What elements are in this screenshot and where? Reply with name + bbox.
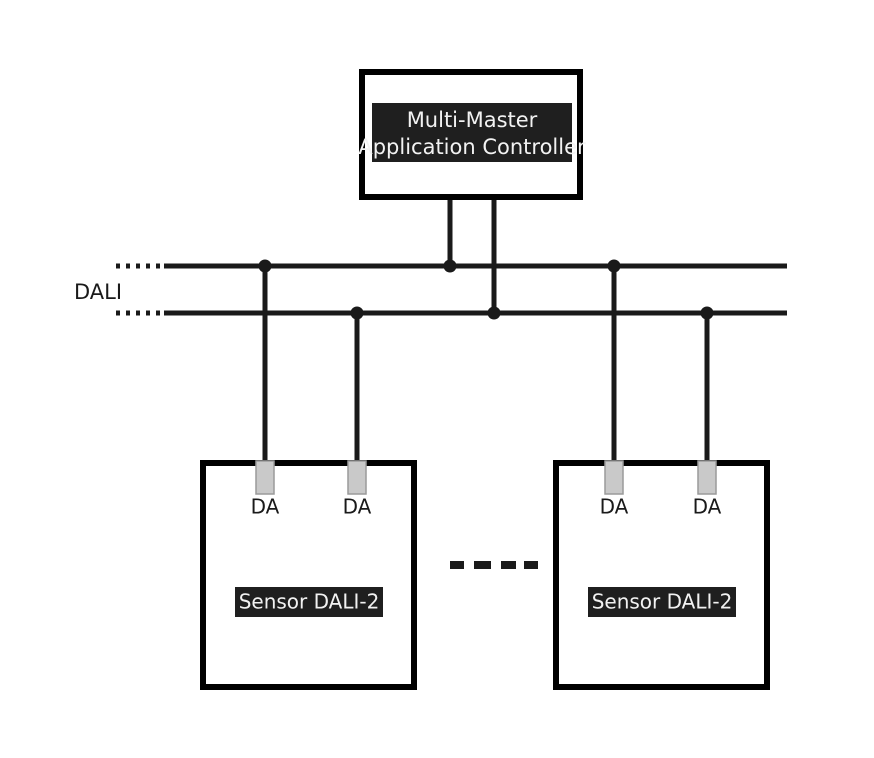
junction-dot-sensor1-bottom [350,306,364,320]
junction-dot-controller-top [443,259,457,273]
sensor1-terminal-da-2-label: DA [343,495,372,519]
multi-master-application-controller[interactable]: Multi-Master Application Controller [358,69,586,200]
sensor1-terminal-da-1-label: DA [251,495,280,519]
junction-dot-sensor2-top [607,259,621,273]
sensor2-box[interactable] [553,460,770,690]
sensor1-box[interactable] [200,460,417,690]
sensor-dali-2-left[interactable]: DA DA Sensor DALI-2 [200,460,417,690]
controller-label-line-2: Application Controller [358,135,586,159]
sensor1-name-label: Sensor DALI-2 [239,590,380,614]
sensor2-terminal-da-2-label: DA [693,495,722,519]
sensor2-name-background [588,587,736,617]
dali-bus [116,263,787,316]
sensor2-terminal-da-2[interactable] [697,460,717,495]
controller-downlink-wires [447,200,497,313]
bus-junction-dots [258,259,714,320]
controller-label-background [372,103,572,162]
sensor-drop-wires [262,266,710,462]
junction-dot-sensor2-bottom [700,306,714,320]
sensor-dali-2-right[interactable]: DA DA Sensor DALI-2 [553,460,770,690]
controller-label-line-1: Multi-Master [407,108,538,132]
sensor1-name-background [235,587,383,617]
junction-dot-sensor1-top [258,259,272,273]
sensor2-terminal-da-1[interactable] [604,460,624,495]
sensor1-terminal-da-2[interactable] [347,460,367,495]
junction-dot-controller-bottom [487,306,501,320]
sensor2-terminal-da-1-label: DA [600,495,629,519]
sensor1-terminal-da-1[interactable] [255,460,275,495]
sensor2-name-label: Sensor DALI-2 [592,590,733,614]
dali-bus-label: DALI [74,280,122,304]
